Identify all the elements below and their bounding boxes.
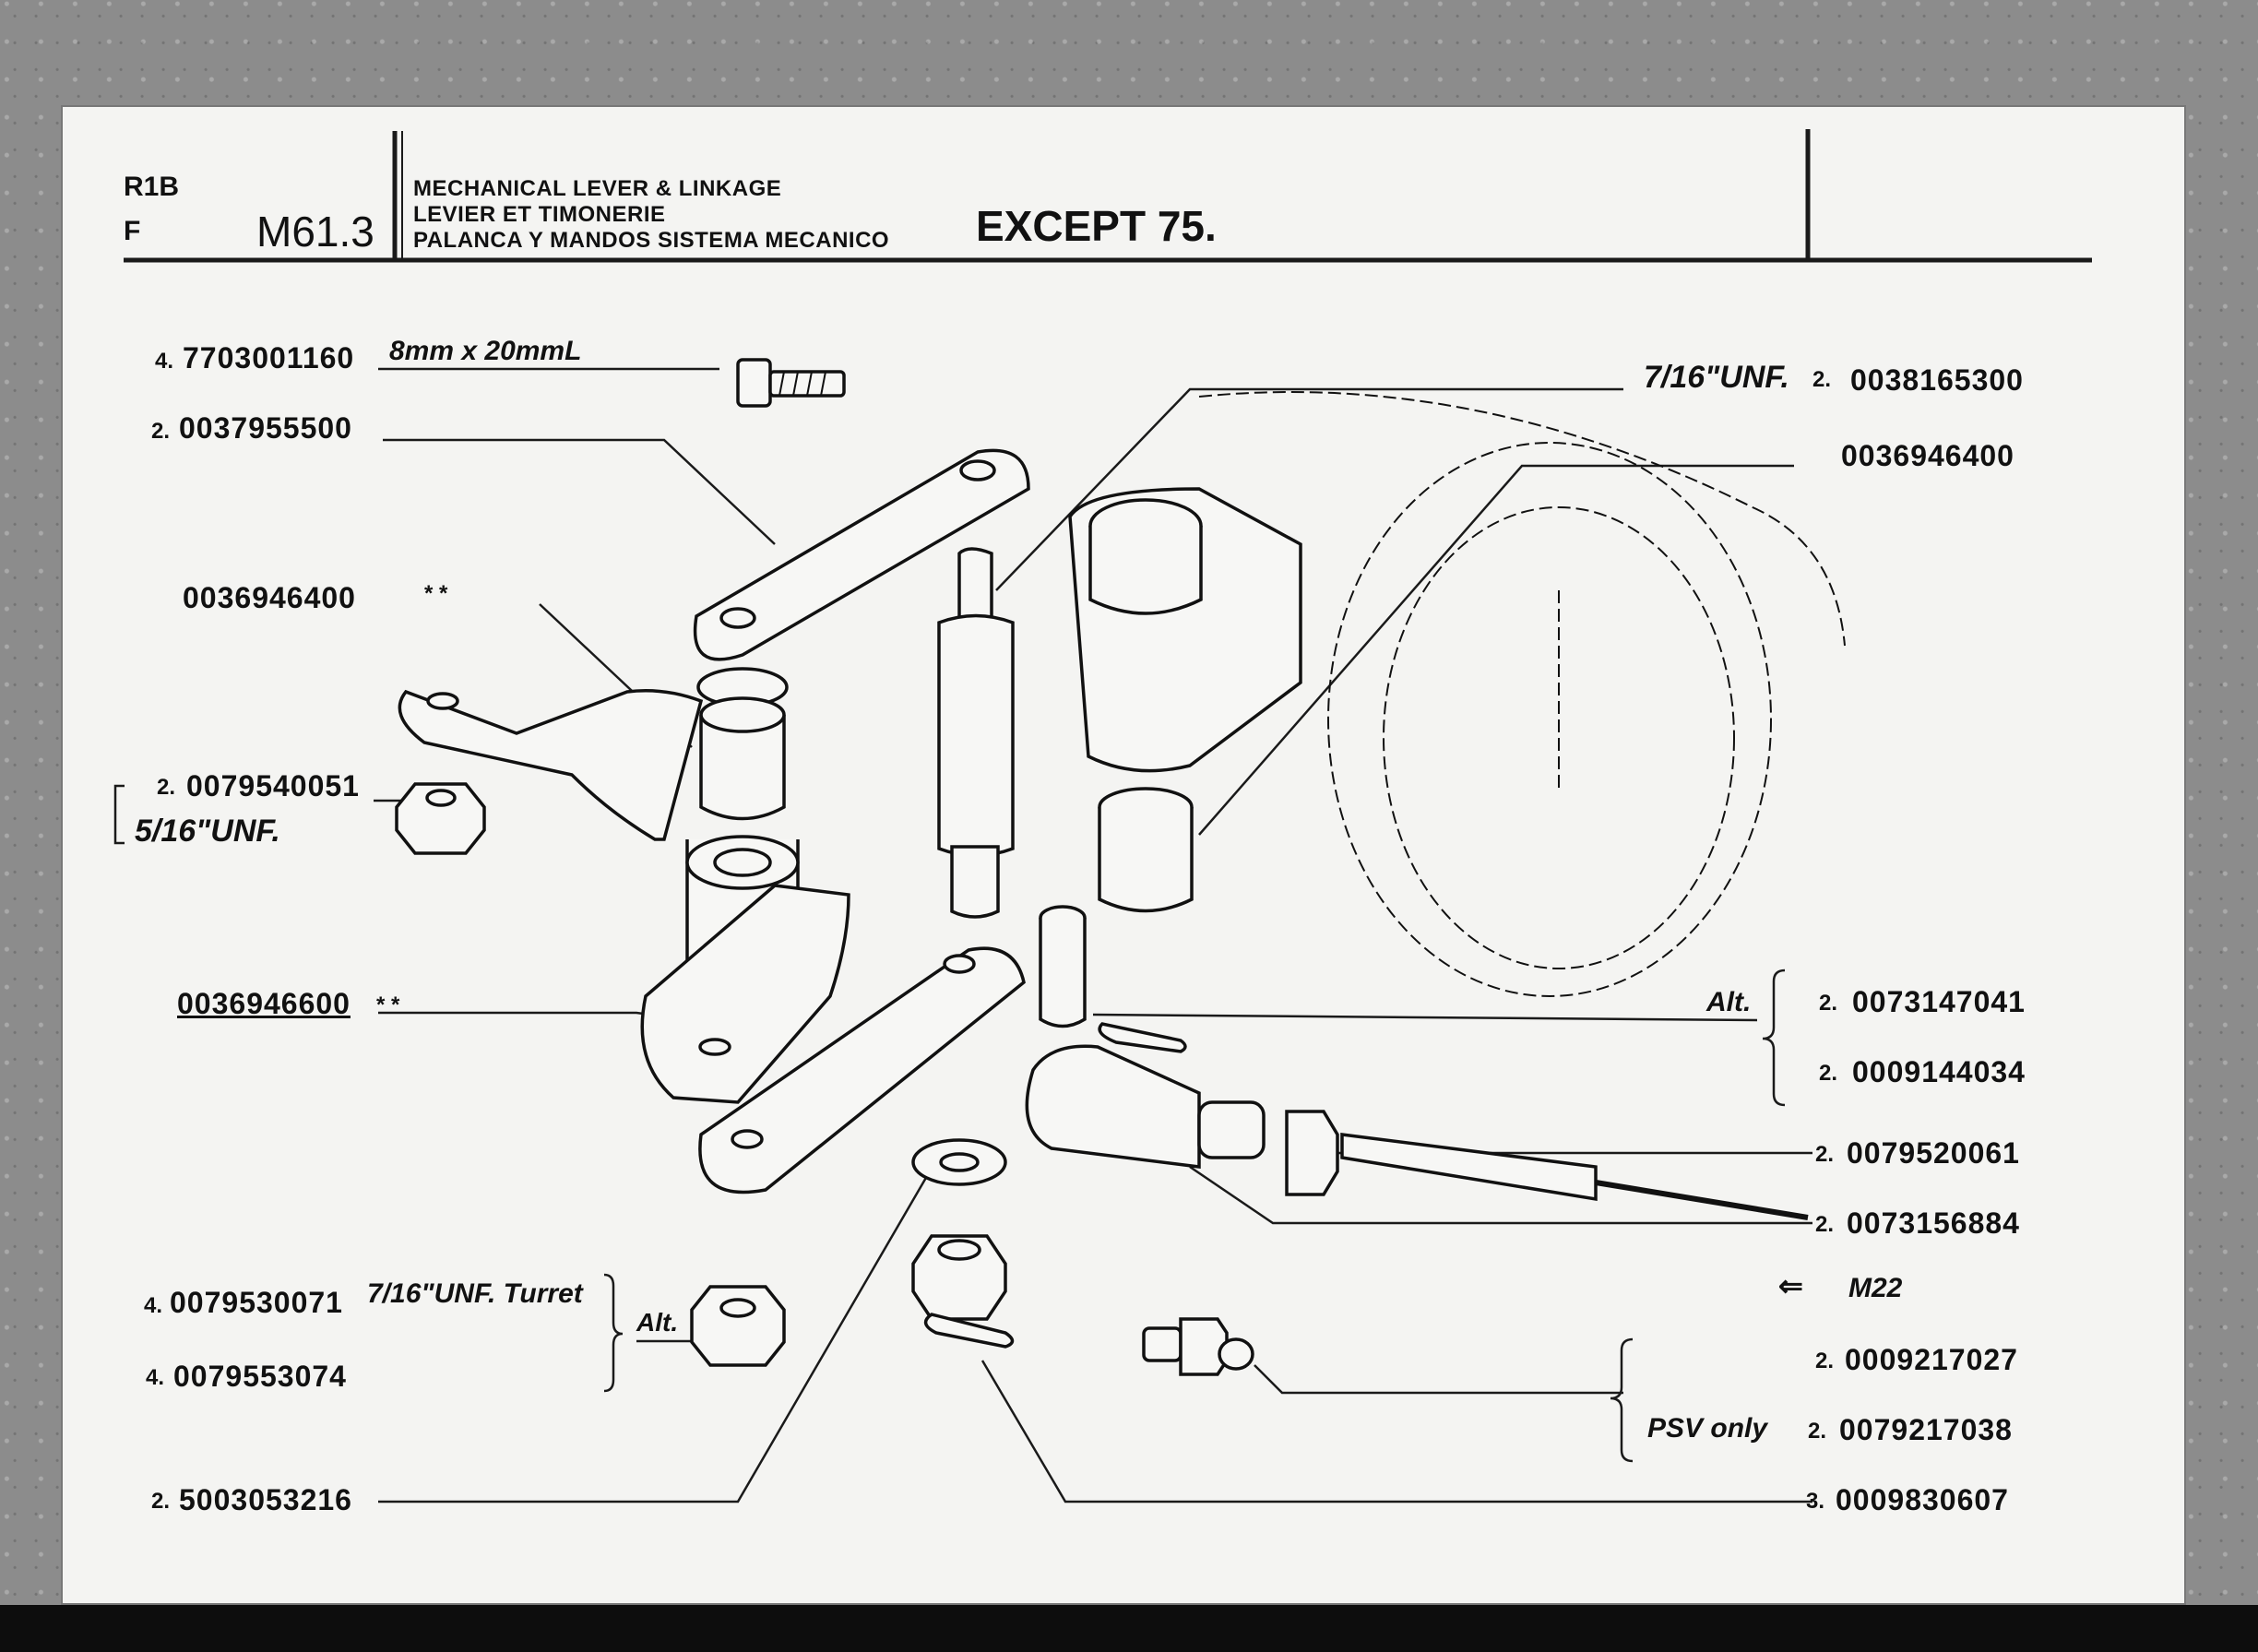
language-code: F	[124, 216, 141, 246]
callout-part-number: 0009217027	[1845, 1343, 2018, 1376]
washer-icon	[911, 1138, 1007, 1186]
callout-qty: 2.	[1819, 991, 1838, 1016]
callout-qty: 4.	[146, 1365, 165, 1390]
alternative-label: Alt.	[1706, 987, 1752, 1017]
callout-part-number: 0079520061	[1847, 1136, 2020, 1170]
bush-right-icon	[1098, 787, 1194, 913]
bush-left-icon	[696, 667, 789, 821]
steering-wheel-outline-icon	[1198, 391, 1846, 997]
section-number: M61.3	[256, 208, 374, 256]
turret-nut-icon	[690, 1285, 786, 1367]
callout-qty: 2.	[151, 1489, 171, 1514]
bolt-icon	[736, 358, 846, 408]
arrow-left-icon: ⇐	[1778, 1269, 1804, 1302]
callout-qty: 2.	[1808, 1419, 1827, 1444]
split-pin-icon	[1098, 1022, 1187, 1053]
nut-icon	[911, 1234, 1007, 1321]
top-link-plate-icon	[693, 448, 1030, 661]
mounting-bracket-icon	[1068, 487, 1302, 773]
callout-part-number: 7703001160	[183, 341, 355, 374]
callout-part-number: 0038165300	[1850, 363, 2024, 397]
psv-only-note: PSV only	[1647, 1413, 1768, 1444]
scope-note: EXCEPT 75.	[976, 202, 1217, 250]
callout-qty: 2.	[1815, 1142, 1835, 1167]
callout-spec: 8mm x 20mmL	[389, 336, 582, 366]
clevis-fork-icon	[1025, 1044, 1266, 1169]
callout-spec: 7/16"UNF.	[1644, 360, 1789, 395]
small-nut-icon	[395, 782, 486, 855]
callout-part-number: 0073147041	[1852, 985, 2026, 1018]
callout-qty: 3.	[1806, 1489, 1825, 1514]
callout-spec: 5/16"UNF.	[135, 814, 280, 849]
model-code: R1B	[124, 172, 180, 202]
callout-part-number: 0079530071	[170, 1286, 343, 1319]
bottom-link-plate-icon	[698, 946, 1026, 1194]
callout-spec: 7/16"UNF. Turret	[367, 1278, 583, 1309]
callout-qty: 2.	[1815, 1212, 1835, 1237]
title-es: PALANCA Y MANDOS SISTEMA MECANICO	[413, 228, 890, 253]
title-en: MECHANICAL LEVER & LINKAGE	[413, 176, 782, 201]
callout-qty: 2.	[1812, 367, 1832, 392]
callout-part-number: 0036946400	[183, 581, 356, 614]
callout-qty: 2.	[157, 775, 176, 800]
callout-qty: 2.	[1815, 1349, 1835, 1373]
cross-reference-link[interactable]: M22	[1848, 1273, 1903, 1303]
callout-mark: * *	[376, 992, 400, 1017]
callout-part-number: 5003053216	[179, 1483, 352, 1516]
locknut-icon	[1285, 1110, 1339, 1196]
callout-part-number: 0037955500	[179, 411, 352, 445]
clevis-pin-icon	[1039, 905, 1087, 1028]
callout-part-number: 0036946600	[177, 987, 351, 1020]
callout-qty: 4.	[144, 1293, 163, 1318]
steering-lever-icon	[398, 689, 850, 1104]
scanner-edge	[0, 1605, 2258, 1652]
callout-part-number: 0079217038	[1839, 1413, 2013, 1446]
callout-part-number: 0079540051	[186, 769, 360, 802]
callout-qty: 2.	[1819, 1061, 1838, 1086]
title-fr: LEVIER ET TIMONERIE	[413, 202, 666, 227]
cable-rod-icon	[1340, 1133, 1809, 1220]
callout-part-number: 0036946400	[1841, 439, 2014, 472]
callout-part-number: 0079553074	[173, 1360, 347, 1393]
callout-part-number: 0009144034	[1852, 1055, 2026, 1088]
grease-nipple-icon	[1142, 1317, 1254, 1376]
cotter-pin-icon	[923, 1313, 1015, 1349]
callout-qty: 4.	[155, 349, 174, 374]
stud-icon	[937, 547, 1015, 919]
callout-part-number: 0073156884	[1847, 1206, 2020, 1240]
callout-mark: * *	[424, 581, 448, 606]
callout-qty: 2.	[151, 419, 171, 444]
alternative-label: Alt.	[636, 1308, 679, 1337]
callout-part-number: 0009830607	[1836, 1483, 2009, 1516]
